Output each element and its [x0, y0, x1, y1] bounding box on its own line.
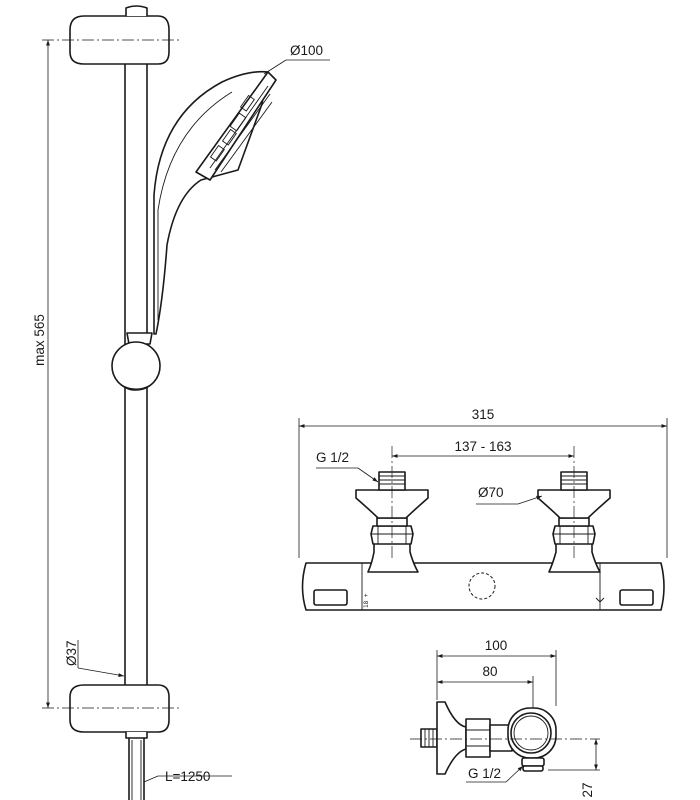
thread-callout-front: G 1/2	[316, 450, 379, 483]
slider-holder	[111, 332, 161, 391]
left-cap	[313, 589, 348, 606]
rail-diameter-callout: Ø37	[64, 640, 125, 677]
side-outlet	[521, 757, 545, 772]
depth-inner-dimension: 80	[437, 664, 533, 684]
overall-width-label: 315	[472, 407, 495, 422]
head-diameter-label: Ø100	[290, 43, 323, 58]
outlet-height-dimension: 27	[548, 739, 600, 798]
shower-head-nozzles	[209, 85, 273, 173]
shower-rail-view: max 565 Ø100 Ø37 L=1250	[32, 5, 330, 800]
connection-spacing-label: 137 - 163	[454, 439, 511, 454]
mixer-front-view: 18 + 315	[298, 407, 668, 611]
depth-inner-label: 80	[482, 664, 497, 679]
max-height-label: max 565	[32, 314, 47, 366]
side-escutcheon	[436, 701, 467, 775]
rail-diameter-label: Ø37	[64, 640, 79, 666]
right-cap	[619, 589, 654, 606]
connection-spacing-dimension: 137 - 163	[392, 439, 574, 458]
depth-outer-dimension: 100	[437, 638, 556, 658]
mixer-body	[301, 562, 665, 611]
escutcheon-callout: Ø70	[476, 485, 543, 505]
outlet-height-label: 27	[580, 782, 595, 797]
top-wall-bracket	[69, 5, 170, 65]
max-height-dimension: max 565	[32, 40, 50, 708]
mixer-side-view: 100 80	[410, 638, 600, 798]
side-body	[507, 707, 557, 759]
depth-outer-label: 100	[485, 638, 508, 653]
shower-hose	[128, 737, 145, 800]
overall-width-dimension: 315	[299, 407, 667, 428]
temp-scale-mark: 18 +	[363, 593, 370, 608]
hose-length-callout: L=1250	[143, 769, 232, 784]
thread-label-front: G 1/2	[316, 450, 349, 465]
bottom-wall-bracket	[69, 684, 170, 739]
hand-shower	[153, 70, 277, 335]
side-wall-thread	[420, 728, 438, 748]
escutcheon-label: Ø70	[478, 485, 504, 500]
thread-label-side: G 1/2	[468, 766, 501, 781]
side-nut	[465, 718, 491, 758]
right-connection	[537, 471, 611, 573]
thread-callout-side: G 1/2	[466, 765, 524, 783]
hose-length-label: L=1250	[165, 769, 210, 784]
outlet-dashed	[468, 572, 496, 600]
head-diameter-callout: Ø100	[263, 43, 330, 75]
